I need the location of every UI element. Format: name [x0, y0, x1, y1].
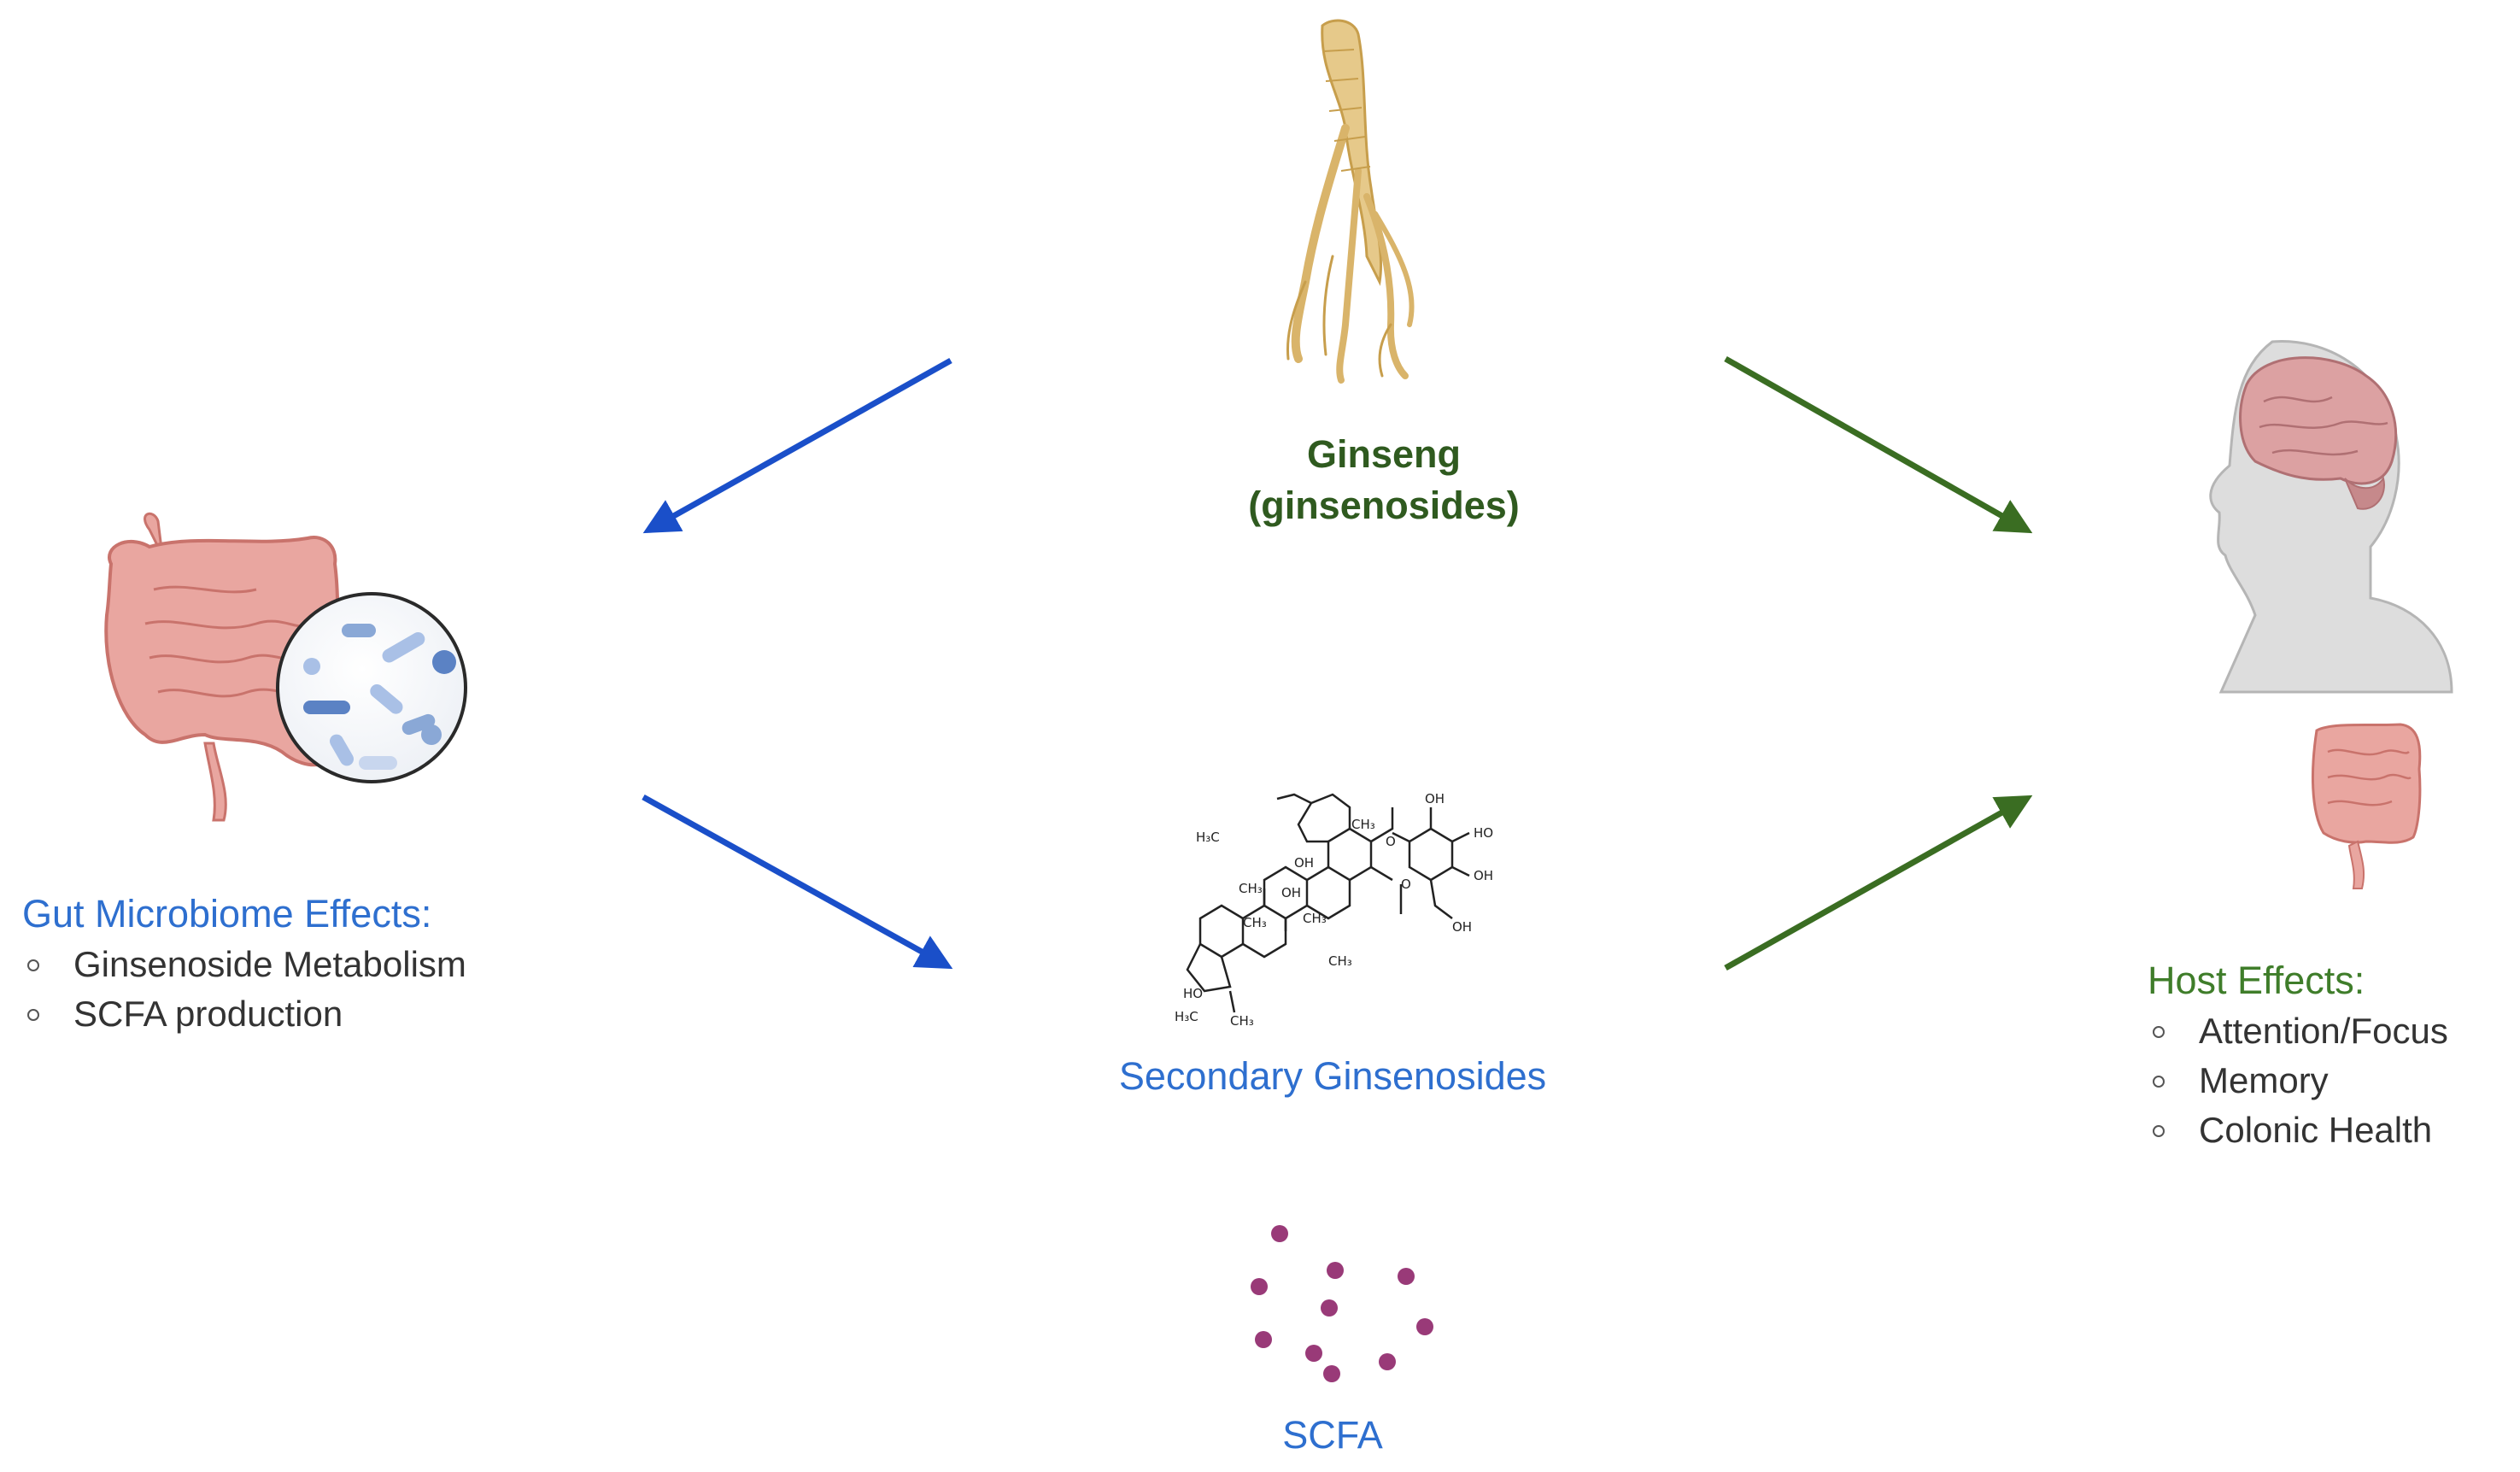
secondary-ginsenosides-title: Secondary Ginsenosides [1118, 1054, 1547, 1098]
ginseng-title: Ginseng (ginsenosides) [1247, 429, 1521, 531]
gut-effect-text: SCFA production [73, 994, 343, 1034]
gut-effects-title: Gut Microbiome Effects: [22, 892, 432, 935]
atom-label: CH₃ [1230, 1013, 1254, 1029]
intestine-microbiome-icon [104, 512, 467, 822]
atom-label: O [1386, 834, 1396, 849]
atom-label: CH₃ [1243, 915, 1267, 930]
arrow-secondary-to-host [1724, 795, 2033, 971]
arrow-ginseng-to-gut [642, 357, 952, 534]
list-item: Ginsenoside Metabolism [22, 940, 466, 989]
scfa-dot [1251, 1278, 1268, 1295]
bullet-icon [27, 1009, 39, 1021]
scfa-dot [1379, 1353, 1396, 1370]
scfa-title: SCFA [1282, 1413, 1383, 1457]
list-item: SCFA production [22, 989, 466, 1039]
atom-label: CH₃ [1239, 881, 1263, 896]
head-brain-intestine-icon [2209, 340, 2453, 889]
atom-label: OH [1474, 868, 1493, 883]
gut-effects-list: Ginsenoside Metabolism SCFA production [22, 940, 466, 1039]
gut-effect-text: Ginsenoside Metabolism [73, 944, 466, 984]
atom-label: H₃C [1175, 1009, 1198, 1024]
atom-label: OH [1294, 855, 1314, 871]
host-effect-text: Memory [2199, 1060, 2329, 1100]
bullet-icon [2153, 1026, 2165, 1038]
atom-label: OH [1452, 919, 1472, 935]
list-item: Memory [2148, 1056, 2448, 1105]
ginseng-title-line1: Ginseng [1306, 432, 1462, 476]
atom-label: CH₃ [1328, 953, 1352, 969]
bullet-icon [2153, 1125, 2165, 1137]
host-effect-text: Colonic Health [2199, 1110, 2433, 1150]
atom-label: CH₃ [1303, 911, 1327, 926]
scfa-dot [1321, 1299, 1338, 1317]
atom-label: O [1401, 877, 1411, 892]
atom-label: CH₃ [1351, 817, 1375, 832]
scfa-dot [1305, 1345, 1322, 1362]
atom-label: HO [1183, 986, 1203, 1001]
molecule-atom-labels: H₃C CH₃ OH CH₃ O OH HO HO OH OH O OH CH₃… [1175, 791, 1493, 1029]
scfa-dot [1416, 1318, 1433, 1335]
scfa-dot [1271, 1225, 1288, 1242]
atom-label: OH [1425, 791, 1445, 806]
arrow-gut-to-secondary [642, 794, 953, 970]
scfa-dot [1255, 1331, 1272, 1348]
host-effects-list: Attention/Focus Memory Colonic Health [2148, 1006, 2448, 1155]
list-item: Colonic Health [2148, 1105, 2448, 1155]
ginseng-title-line2: (ginsenosides) [1248, 484, 1520, 527]
host-effects-title: Host Effects: [2148, 959, 2365, 1002]
scfa-dot [1398, 1268, 1415, 1285]
bullet-icon [2153, 1076, 2165, 1088]
list-item: Attention/Focus [2148, 1006, 2448, 1056]
atom-label: OH [1281, 885, 1301, 900]
host-effects: Host Effects: Attention/Focus Memory Col… [2148, 955, 2448, 1155]
scfa-dots-icon [1251, 1225, 1433, 1382]
atom-label: H₃C [1196, 830, 1220, 845]
gut-microbiome-effects: Gut Microbiome Effects: Ginsenoside Meta… [22, 888, 466, 1039]
molecule-structure-icon [1186, 793, 1470, 1013]
scfa-dot [1327, 1262, 1344, 1279]
host-effect-text: Attention/Focus [2199, 1011, 2448, 1051]
scfa-dot [1323, 1365, 1340, 1382]
atom-label: HO [1474, 825, 1493, 841]
ginseng-root-icon [1286, 19, 1415, 384]
bullet-icon [27, 959, 39, 971]
arrow-ginseng-to-host [1724, 355, 2033, 534]
